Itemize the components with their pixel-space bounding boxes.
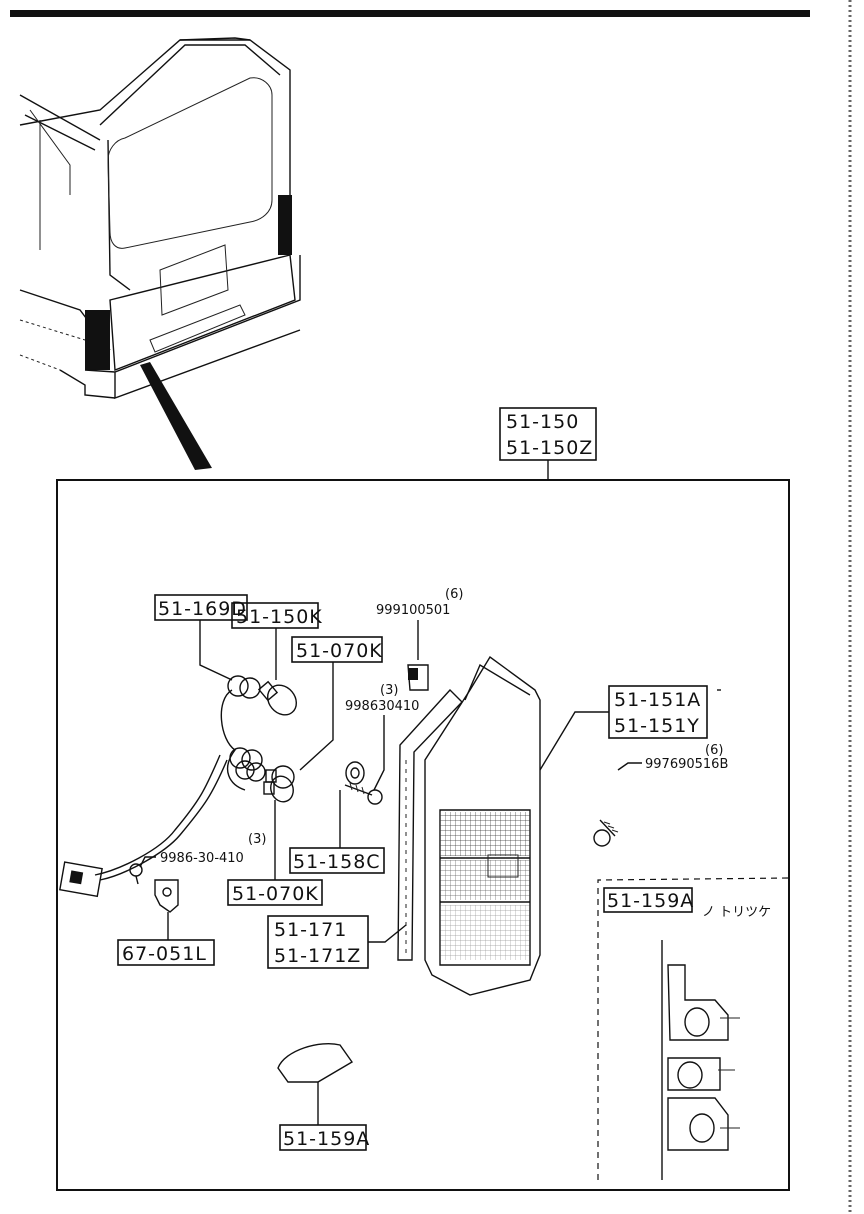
svg-text:999100501: 999100501 xyxy=(376,603,450,618)
bulb-a-label: 51-150K xyxy=(231,602,323,680)
svg-text:51-158C: 51-158C xyxy=(293,851,381,873)
svg-text:51-171Z: 51-171Z xyxy=(274,945,361,967)
svg-text:51-159A: 51-159A xyxy=(283,1128,370,1150)
bulb-b-lower xyxy=(263,775,294,880)
bulb-b-upper xyxy=(265,765,295,789)
svg-text:67-051L: 67-051L xyxy=(122,943,207,965)
svg-text:998630410: 998630410 xyxy=(345,699,419,714)
svg-text:51-159A: 51-159A xyxy=(607,890,694,912)
bulb-b-lower-label: 51-070K xyxy=(227,879,323,906)
svg-text:51-150K: 51-150K xyxy=(236,606,323,628)
inset-detail: 51-159A ノ トリツケ xyxy=(597,877,791,1180)
van-illustration xyxy=(19,37,301,470)
top-rule xyxy=(10,10,810,17)
bulb-b-upper-label: 51-070K xyxy=(291,636,383,771)
bracket: 67-051L xyxy=(117,879,215,966)
tail-lamp-lens xyxy=(424,655,541,996)
clip-nut: (6) 999100501 xyxy=(376,587,463,691)
cover-bottom: 51-159A xyxy=(277,1043,370,1151)
svg-text:(6): (6) xyxy=(705,743,723,758)
svg-text:51-151A: 51-151A xyxy=(614,689,701,711)
svg-text:ノ トリツケ: ノ トリツケ xyxy=(702,905,771,920)
svg-text:51-169D: 51-169D xyxy=(158,598,247,620)
svg-text:(6): (6) xyxy=(445,587,463,602)
pointer-arrow xyxy=(140,362,212,470)
assembly-frame xyxy=(56,479,790,1191)
svg-text:997690516B: 997690516B xyxy=(645,757,728,772)
assembly-label: 51-150 51-150Z xyxy=(499,407,597,480)
screw-a: (3) 998630410 xyxy=(344,683,419,805)
svg-text:51-070K: 51-070K xyxy=(232,883,319,905)
svg-text:51-151Y: 51-151Y xyxy=(614,715,700,737)
screw-c: (6) 997690516B xyxy=(593,743,728,847)
gasket: 51-171 51-171Z xyxy=(267,688,463,969)
grommet: 51-158C xyxy=(289,761,385,874)
svg-text:(3): (3) xyxy=(248,832,266,847)
lens-combo-label: 51-151A 51-151Y xyxy=(539,685,721,771)
socket-harness-label: 51-169D xyxy=(154,594,248,681)
screw-b: (3) 9986-30-410 xyxy=(129,832,266,885)
socket-harness xyxy=(59,675,266,898)
bulb-a xyxy=(257,680,298,716)
svg-text:9986-30-410: 9986-30-410 xyxy=(160,851,244,866)
svg-text:51-150: 51-150 xyxy=(506,411,579,433)
svg-text:51-070K: 51-070K xyxy=(296,640,383,662)
svg-text:51-171: 51-171 xyxy=(274,919,347,941)
svg-text:(3): (3) xyxy=(380,683,398,698)
svg-text:51-150Z: 51-150Z xyxy=(506,437,593,459)
